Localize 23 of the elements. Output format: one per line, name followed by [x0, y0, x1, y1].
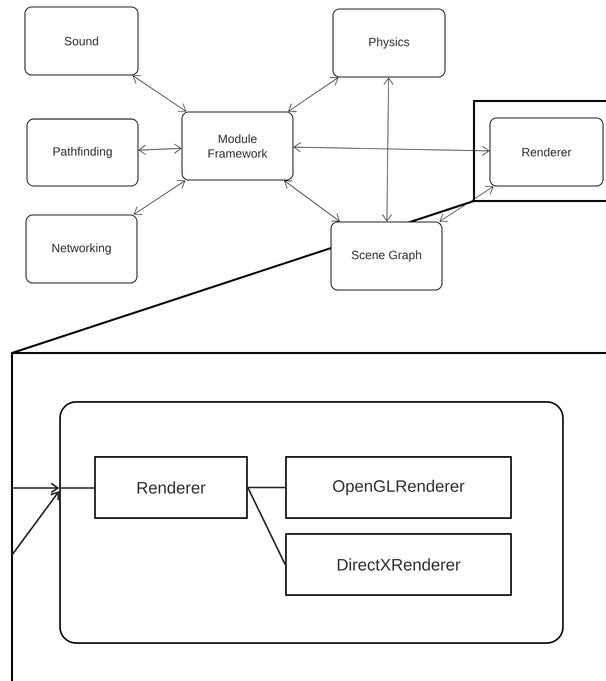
- arrow: [284, 180, 340, 222]
- module-box: Sound: [24, 6, 138, 76]
- arrow: [293, 142, 490, 156]
- arrow: [11, 491, 60, 556]
- arrow: [134, 180, 186, 215]
- class-box: DirectXRenderer: [285, 533, 512, 596]
- module-box: Physics: [332, 8, 446, 78]
- connector-line: [59, 487, 94, 489]
- module-box: Renderer: [490, 118, 604, 186]
- module-box: Module Framework: [182, 112, 294, 180]
- class-box: OpenGLRenderer: [285, 456, 512, 519]
- arrow: [132, 75, 186, 112]
- arrow: [382, 77, 394, 222]
- arrow: [439, 186, 494, 222]
- class-box: Renderer: [94, 456, 248, 519]
- arrow: [288, 77, 338, 112]
- module-box: Networking: [26, 214, 138, 284]
- connector-line: [248, 486, 286, 488]
- module-box: Scene Graph: [330, 222, 442, 290]
- arrow: [138, 144, 182, 155]
- module-box: Pathfinding: [26, 118, 138, 186]
- arrow: [12, 482, 60, 494]
- connector-line: [247, 487, 286, 565]
